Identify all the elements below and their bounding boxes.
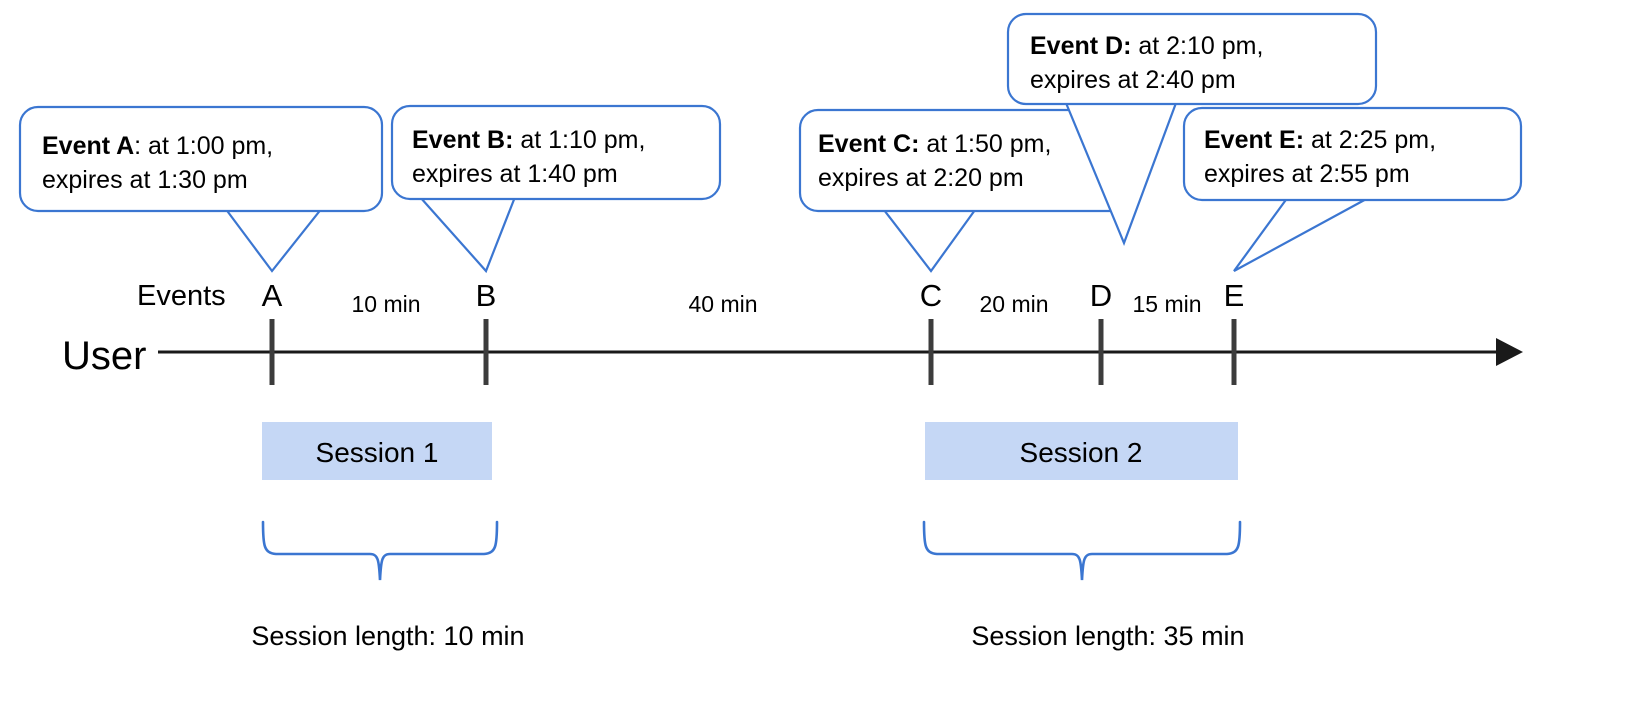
event-letter-d: D xyxy=(1090,278,1112,313)
event-letter-a: A xyxy=(262,278,283,313)
callout-line1-d: Event D: at 2:10 pm, xyxy=(1030,32,1263,60)
session-1-bar xyxy=(262,422,492,480)
callout-line2-c: expires at 2:20 pm xyxy=(818,164,1024,192)
callout-tail-a xyxy=(222,206,325,273)
callout-box-e xyxy=(1182,106,1523,202)
session-2-length-label: Session length: 35 min xyxy=(971,621,1244,651)
event-letter-e: E xyxy=(1224,278,1245,313)
callout-box-a xyxy=(18,105,384,213)
event-letter-b: B xyxy=(476,278,497,313)
interval-label-d-e: 15 min xyxy=(1132,291,1201,317)
callout-tail-e xyxy=(1233,195,1371,272)
callout-tail-b xyxy=(417,195,517,274)
callout-tail-mask-d xyxy=(1068,98,1174,103)
callout-event-e[interactable]: Event E: at 2:25 pm, expires at 2:55 pm xyxy=(1182,106,1523,272)
timeline-arrow-icon xyxy=(1496,338,1523,366)
callout-tail-c xyxy=(881,208,978,273)
callout-line1-e: Event E: at 2:25 pm, xyxy=(1204,126,1436,154)
callout-line1-a: Event A: at 1:00 pm, xyxy=(42,132,273,160)
callout-event-a[interactable]: Event A: at 1:00 pm, expires at 1:30 pm xyxy=(18,105,384,273)
callout-tail-mask-b xyxy=(422,193,513,198)
event-letter-c: C xyxy=(920,278,942,313)
session-2-label: Session 2 xyxy=(1020,437,1143,468)
events-row-label: Events xyxy=(137,280,226,312)
callout-tail-mask-a xyxy=(227,205,320,210)
session-2-brace xyxy=(922,520,1242,581)
callout-line2-a: expires at 1:30 pm xyxy=(42,166,248,194)
callout-line2-e: expires at 2:55 pm xyxy=(1204,160,1410,188)
interval-label-b-c: 40 min xyxy=(688,291,757,317)
callout-line1-b: Event B: at 1:10 pm, xyxy=(412,126,645,154)
callout-tail-mask-e xyxy=(1290,193,1368,198)
callout-event-d[interactable]: Event D: at 2:10 pm, expires at 2:40 pm xyxy=(1006,12,1378,247)
interval-label-c-d: 20 min xyxy=(979,291,1048,317)
session-1-brace xyxy=(261,520,499,581)
callout-line1-c: Event C: at 1:50 pm, xyxy=(818,130,1051,158)
callout-box-b xyxy=(390,104,722,201)
user-row-label: User xyxy=(62,334,146,378)
interval-label-a-b: 10 min xyxy=(351,291,420,317)
callout-tail-mask-c xyxy=(886,205,973,210)
session-1-length-label: Session length: 10 min xyxy=(251,621,524,651)
callout-box-d xyxy=(1006,12,1378,106)
callout-event-b[interactable]: Event B: at 1:10 pm, expires at 1:40 pm xyxy=(390,104,722,274)
callout-line2-b: expires at 1:40 pm xyxy=(412,160,618,188)
session-2-bar xyxy=(925,422,1238,480)
callout-line2-d: expires at 2:40 pm xyxy=(1030,66,1236,94)
session-1[interactable]: Session 1 xyxy=(262,422,492,480)
session-2[interactable]: Session 2 xyxy=(925,422,1238,480)
session-1-label: Session 1 xyxy=(316,437,439,468)
callout-event-c[interactable]: Event C: at 1:50 pm, expires at 2:20 pm xyxy=(798,108,1139,273)
